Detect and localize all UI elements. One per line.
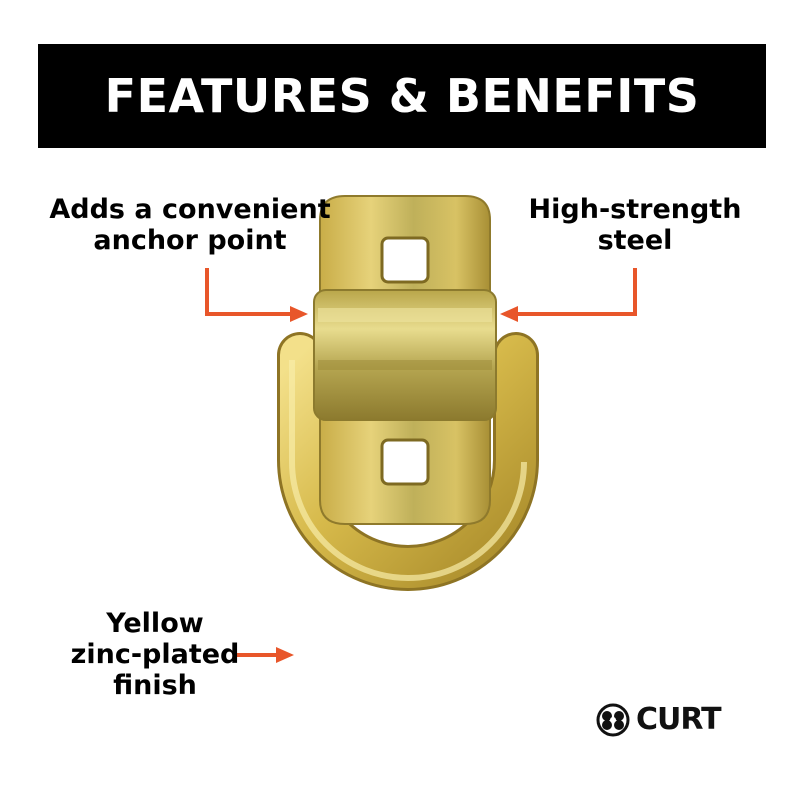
arrow-steel <box>500 268 637 322</box>
bottom-slot <box>380 438 430 486</box>
top-slot <box>380 236 430 284</box>
callout-anchor-point: Adds a convenient anchor point <box>40 194 340 256</box>
callout-line: zinc-plated <box>70 639 240 670</box>
callout-line: finish <box>113 670 197 701</box>
mounting-plate <box>313 195 497 525</box>
curt-emblem-icon <box>596 703 630 736</box>
d-ring <box>277 332 539 591</box>
arrow-finish <box>236 647 294 663</box>
callout-line: High-strength <box>528 194 742 225</box>
brand-logo: CURT <box>596 702 722 737</box>
callout-zinc-finish: Yellow zinc-plated finish <box>60 608 250 701</box>
callout-line: Yellow <box>106 608 204 639</box>
brand-name: CURT <box>636 702 722 737</box>
callout-high-strength-steel: High-strength steel <box>520 194 750 256</box>
banner-title: FEATURES & BENEFITS <box>104 69 700 123</box>
callout-line: steel <box>597 225 673 256</box>
callout-line: anchor point <box>93 225 287 256</box>
callout-line: Adds a convenient <box>49 194 331 225</box>
header-banner: FEATURES & BENEFITS <box>38 44 766 148</box>
arrow-anchor <box>205 268 308 322</box>
